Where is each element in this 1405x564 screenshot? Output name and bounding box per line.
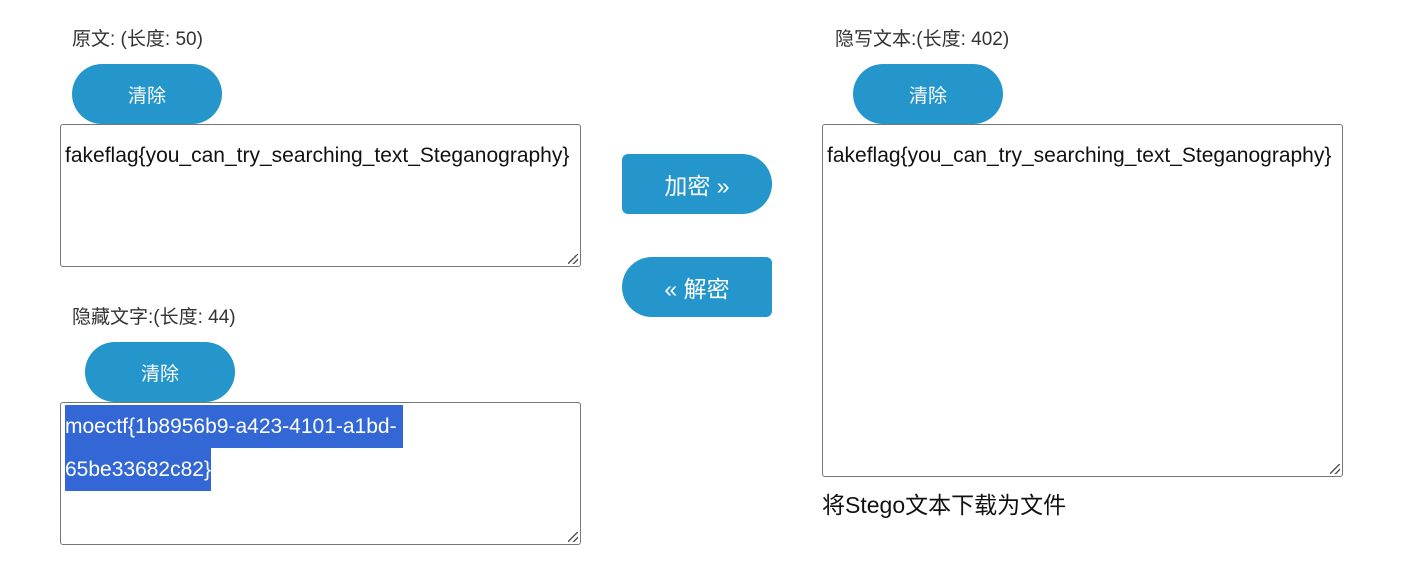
clear-stego-button[interactable]: 清除 xyxy=(853,64,1003,124)
stego-text-input[interactable]: fakeflag{you_can_try_searching_text_Steg… xyxy=(822,124,1343,477)
hidden-text-line1: moectf{1b8956b9-a423-4101-a1bd- xyxy=(65,405,403,448)
resize-handle-icon[interactable] xyxy=(568,254,578,264)
clear-hidden-button[interactable]: 清除 xyxy=(85,342,235,402)
plaintext-input[interactable]: fakeflag{you_can_try_searching_text_Steg… xyxy=(60,124,581,267)
download-stego-link[interactable]: 将Stego文本下载为文件 xyxy=(822,492,1067,518)
plaintext-label: 原文: (长度: 50) xyxy=(72,29,203,50)
clear-plaintext-button[interactable]: 清除 xyxy=(72,64,222,124)
hidden-text-label: 隐藏文字:(长度: 44) xyxy=(72,307,236,328)
resize-handle-icon[interactable] xyxy=(1330,464,1340,474)
resize-handle-icon[interactable] xyxy=(568,532,578,542)
plaintext-value: fakeflag{you_can_try_searching_text_Steg… xyxy=(65,144,570,167)
decrypt-button[interactable]: « 解密 xyxy=(622,257,772,317)
encrypt-button[interactable]: 加密 » xyxy=(622,154,772,214)
stego-value: fakeflag{you_can_try_searching_text_Steg… xyxy=(827,144,1332,167)
hidden-text-input[interactable]: moectf{1b8956b9-a423-4101-a1bd-65be33682… xyxy=(60,402,581,545)
hidden-text-line2: 65be33682c82} xyxy=(65,448,211,491)
stego-text-label: 隐写文本:(长度: 402) xyxy=(835,29,1010,50)
